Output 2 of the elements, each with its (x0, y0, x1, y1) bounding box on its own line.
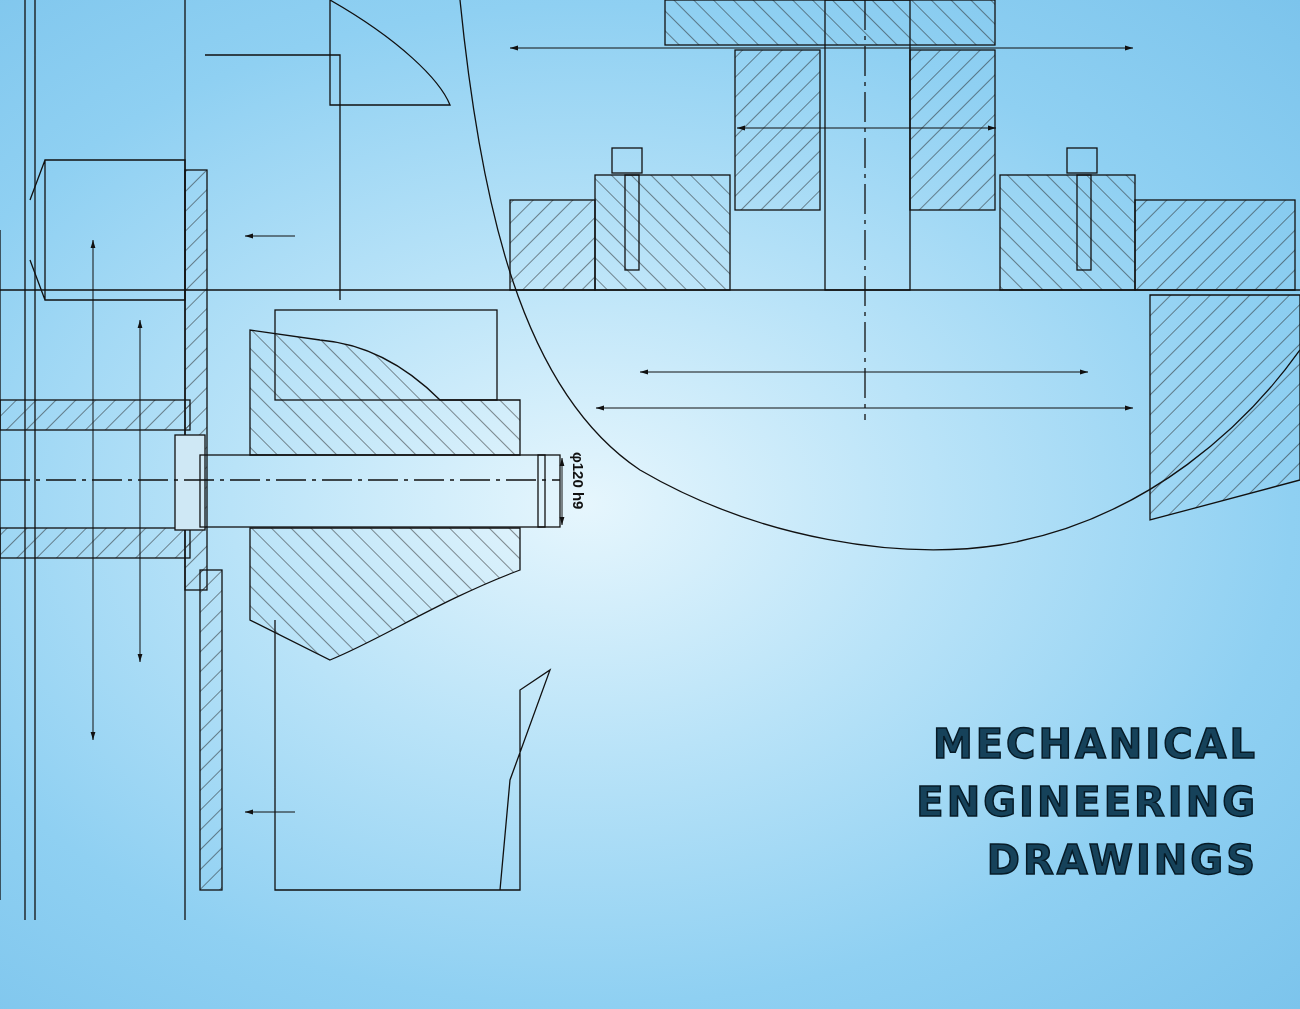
title: MECHANICAL ENGINEERING DRAWINGS (915, 720, 1258, 885)
dimension-label: φ120 h9 (570, 452, 587, 510)
